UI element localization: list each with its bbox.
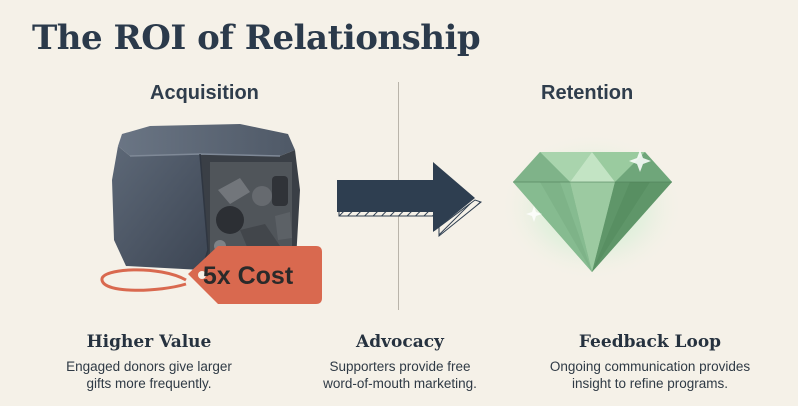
benefit-line: gifts more frequently.: [86, 376, 212, 391]
benefit-line: Engaged donors give larger: [66, 359, 232, 374]
benefit-higher-value: Higher Value Engaged donors give larger …: [44, 332, 254, 392]
diamond-icon: [500, 133, 684, 281]
price-tag-label: 5x Cost: [202, 262, 294, 290]
section-heading-retention: Retention: [541, 82, 634, 104]
benefit-description: Engaged donors give larger gifts more fr…: [44, 358, 254, 392]
benefit-description: Ongoing communication provides insight t…: [530, 358, 770, 392]
benefit-line: insight to refine programs.: [571, 376, 729, 391]
benefit-feedback-loop: Feedback Loop Ongoing communication prov…: [530, 332, 770, 392]
arrow-icon: [337, 162, 483, 238]
benefit-line: word-of-mouth marketing.: [323, 376, 477, 391]
benefit-description: Supporters provide free word-of-mouth ma…: [300, 358, 500, 392]
benefit-line: Ongoing communication provides: [549, 359, 751, 374]
benefit-title: Feedback Loop: [578, 332, 722, 352]
benefit-line: Supporters provide free: [329, 359, 471, 374]
benefit-title: Advocacy: [356, 332, 444, 352]
section-heading-acquisition: Acquisition: [150, 82, 259, 104]
benefit-title: Higher Value: [86, 332, 212, 352]
page-title: The ROI of Relationship: [32, 18, 481, 58]
benefit-advocacy: Advocacy Supporters provide free word-of…: [300, 332, 500, 392]
rock-illustration: [100, 124, 322, 304]
